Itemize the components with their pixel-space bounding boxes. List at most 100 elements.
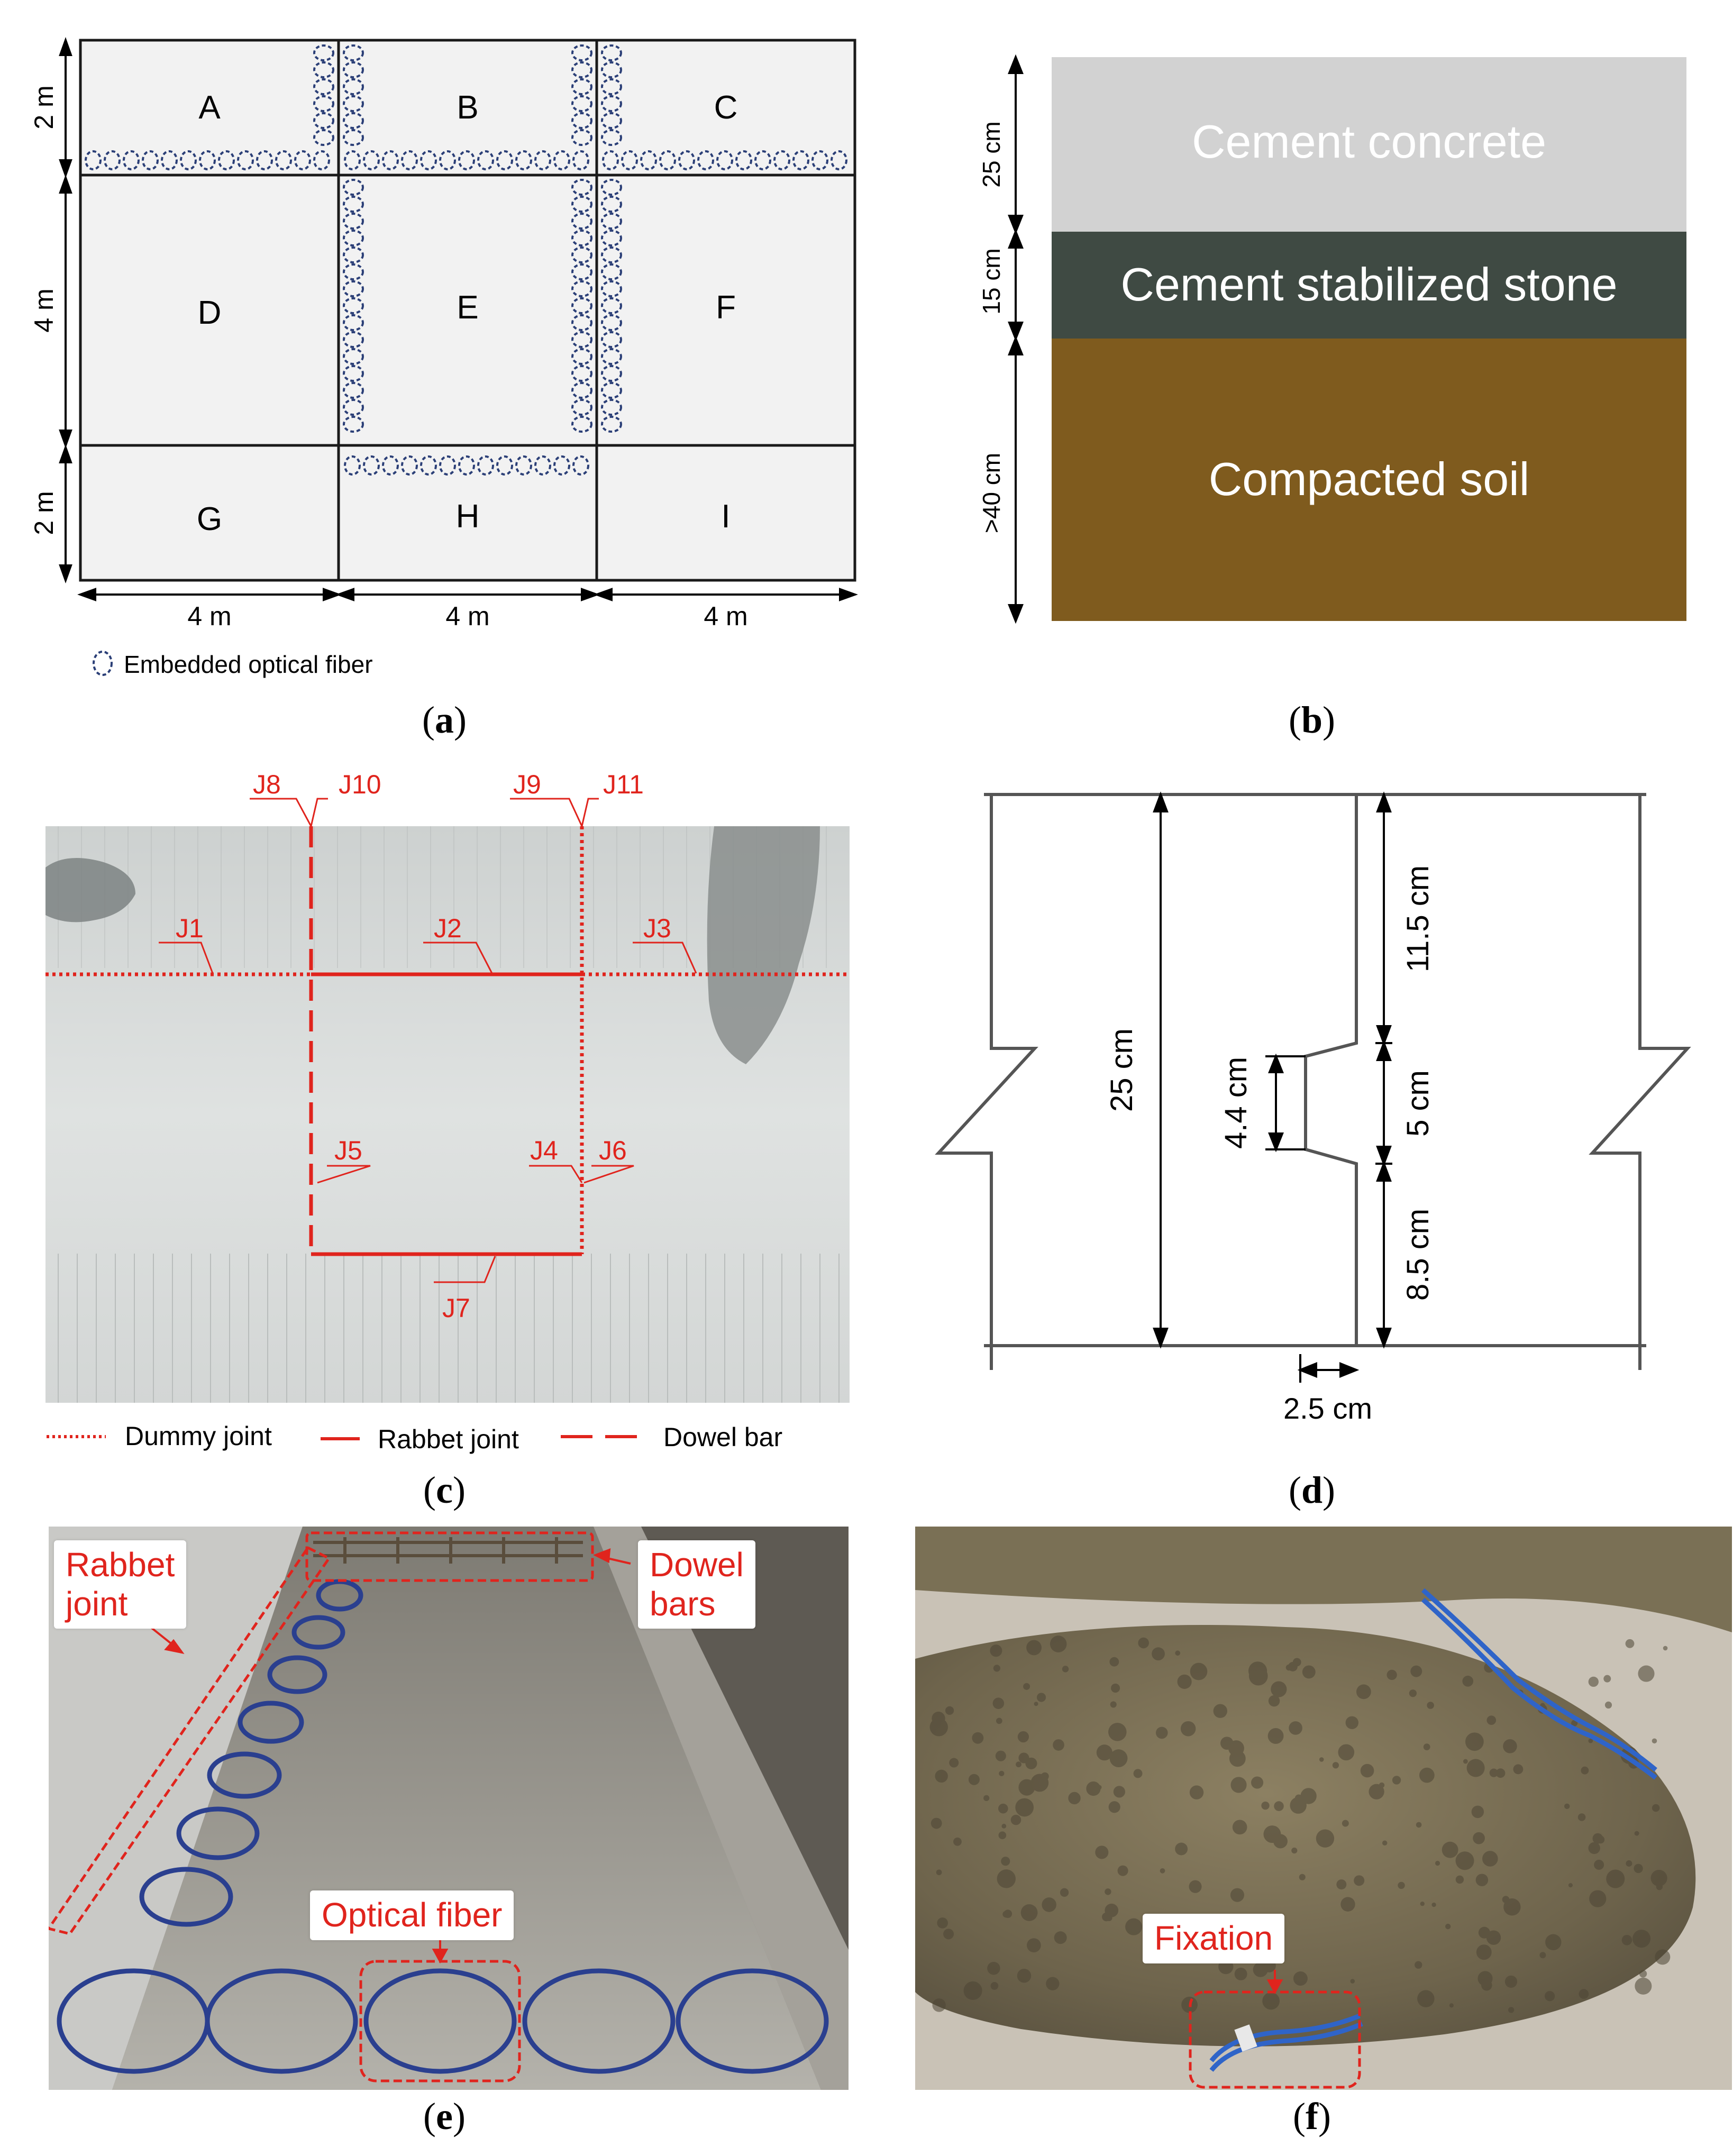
speckle — [1621, 1935, 1632, 1945]
speckle — [1632, 1930, 1651, 1948]
joint-leaders — [159, 798, 697, 1283]
fiber-loop — [267, 1655, 327, 1694]
speckle — [1545, 1934, 1562, 1951]
panel-d-rabbet-joint-section: 25 cm 11.5 cm 5 cm 8.5 cm 4.4 cm 2.5 cm — [935, 791, 1691, 1425]
speckle — [1606, 1869, 1625, 1888]
fiber-loop — [313, 150, 330, 170]
speckle — [1473, 1832, 1485, 1844]
speckle — [1336, 1879, 1347, 1890]
legend-dummy-label: Dummy joint — [125, 1421, 272, 1451]
speckle — [1635, 1977, 1652, 1995]
fiber-loop — [343, 61, 364, 78]
fiber-loop — [792, 150, 809, 170]
speckle — [1504, 1975, 1518, 1988]
speckle — [990, 1982, 999, 1990]
speckle — [1018, 1752, 1029, 1764]
fiber-loop — [439, 150, 456, 170]
speckle — [1409, 1689, 1417, 1697]
fiber-loop — [571, 348, 592, 365]
speckle — [1423, 1743, 1430, 1750]
speckle — [1656, 1884, 1663, 1890]
fiber-loop — [343, 179, 364, 196]
fiber-loop — [294, 150, 311, 170]
caption-c: (c) — [423, 1469, 466, 1511]
speckle — [1650, 1869, 1667, 1887]
fiber-loop — [571, 95, 592, 112]
fiber-loop — [343, 95, 364, 112]
speckle — [1360, 1764, 1374, 1778]
speckle — [1273, 1834, 1288, 1849]
fiber-loop — [363, 150, 380, 170]
caption-e: (e) — [423, 2095, 466, 2137]
speckle — [1625, 1639, 1635, 1648]
speckle — [1435, 1860, 1440, 1866]
thickness-15cm: 15 cm — [978, 248, 1005, 314]
fiber-loop — [601, 44, 622, 61]
thickness-25cm: 25 cm — [978, 121, 1005, 187]
speckle — [1293, 1801, 1306, 1813]
fiber-loop — [571, 297, 592, 314]
optical-fiber-cables — [1209, 1588, 1657, 2072]
label-rabbet-joint: Rabbet joint — [54, 1540, 187, 1629]
fiber-loop — [601, 399, 622, 416]
speckle — [1571, 1720, 1578, 1726]
speckle — [1190, 1662, 1208, 1680]
speckle — [1175, 1842, 1188, 1856]
speckle — [1274, 1801, 1284, 1811]
joint-label-j9: J9 — [513, 770, 541, 799]
dim-2m-top: 2 m — [29, 85, 59, 129]
slab-label-a: A — [198, 89, 221, 126]
speckle — [1036, 1693, 1046, 1702]
rabbet-side-slab — [49, 1527, 303, 2090]
speckle — [929, 1718, 948, 1737]
fiber-loop — [571, 314, 592, 331]
speckle — [1108, 1801, 1120, 1813]
section-outline — [935, 793, 1691, 1370]
speckle — [1513, 1764, 1524, 1775]
speckle — [1001, 1823, 1007, 1829]
speckle — [1539, 1952, 1546, 1959]
fiber-loop — [571, 331, 592, 348]
fiber-loop — [420, 150, 437, 170]
speckle — [953, 1837, 962, 1846]
panel-b-pavement-structure: Cement concrete Cement stabilized stone … — [978, 54, 1686, 624]
fiber-loop — [343, 263, 364, 280]
speckle — [998, 1803, 1008, 1814]
joint-label-j5: J5 — [334, 1136, 362, 1165]
dim-top-11-5cm: 11.5 cm — [1401, 865, 1435, 972]
speckle — [996, 1718, 1002, 1724]
fiber-loop — [343, 416, 364, 433]
fiber-loop — [401, 150, 418, 170]
fiber-loop — [313, 61, 334, 78]
speckle — [999, 1770, 1005, 1776]
dim-2m-bottom: 2 m — [29, 491, 59, 535]
fiber-loop — [343, 348, 364, 365]
fiber-loop — [697, 150, 714, 170]
fiber-loop — [571, 213, 592, 230]
fiber-loop — [571, 230, 592, 246]
dim-total-25cm: 25 cm — [1105, 1028, 1139, 1112]
fiber-loop — [601, 382, 622, 399]
joint-label-j8: J8 — [253, 770, 281, 799]
layer-label-stone: Cement stabilized stone — [1120, 258, 1617, 310]
speckle — [1230, 1888, 1244, 1902]
speckle — [1634, 1863, 1643, 1874]
speckle — [1577, 1813, 1586, 1821]
speckle — [1503, 1739, 1517, 1753]
fiber-loop — [237, 150, 254, 170]
dim-mid-5cm: 5 cm — [1401, 1070, 1435, 1137]
speckle — [1125, 1918, 1143, 1935]
dowel-bars — [313, 1537, 583, 1564]
speckle — [1026, 1938, 1041, 1953]
fiber-loop — [534, 455, 551, 476]
layer-cement-stabilized-stone — [1052, 232, 1686, 339]
fiber-loop — [735, 150, 752, 170]
fiber-loop — [401, 455, 418, 476]
legend-dowel-label: Dowel bar — [663, 1422, 782, 1452]
fiber-loop — [343, 44, 364, 61]
speckle — [1015, 1798, 1034, 1817]
speckle — [1471, 1805, 1484, 1819]
speckle — [1462, 1675, 1474, 1687]
speckle — [1042, 1897, 1056, 1912]
speckle — [1455, 1875, 1464, 1884]
